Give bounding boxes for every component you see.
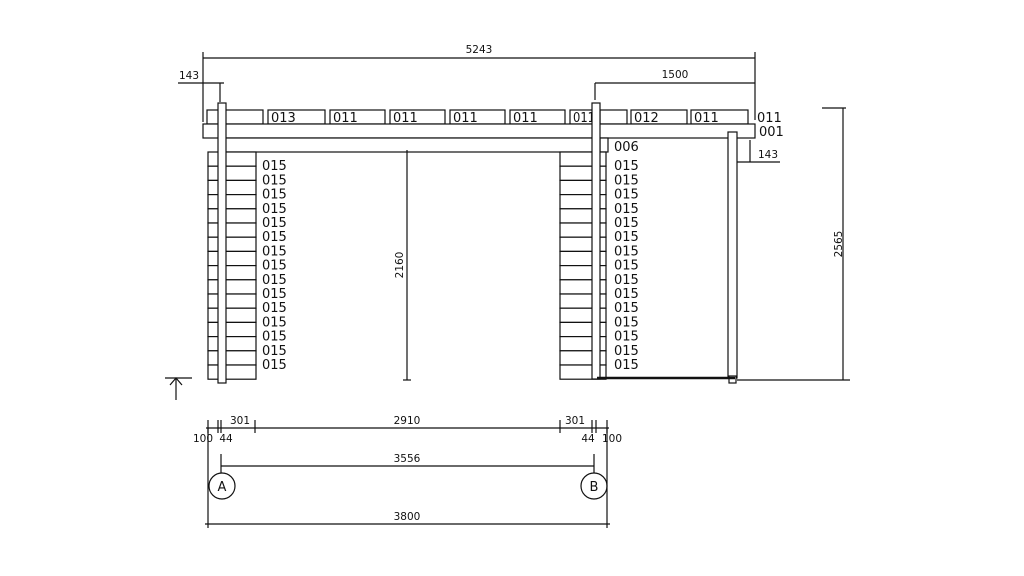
dim-text: 5243 [466, 44, 493, 56]
left-log-label: 015 [262, 344, 287, 359]
left-wall-log [207, 222, 257, 238]
roof-board-label: 012 [634, 111, 659, 126]
right-log-label: 015 [614, 216, 639, 231]
dim-left-overhang: 143 [178, 70, 224, 102]
left-wall-log [207, 336, 257, 352]
left-wall-log [207, 151, 257, 167]
roof-board-label: 011 [573, 111, 595, 126]
dim-post-offset: 143 [737, 140, 780, 163]
dim-right-extension: 1500 [594, 69, 755, 100]
dim-text: 2910 [394, 415, 421, 427]
roof-board-label: 011 [393, 111, 418, 126]
dim-total-height: 2565 [737, 107, 850, 381]
left-wall-log [207, 321, 257, 338]
roof-board-end-label: 011 [757, 111, 782, 126]
post-foot [728, 375, 737, 384]
dim-axis-span: 3556 [220, 453, 595, 473]
right-log-label: 015 [614, 259, 639, 274]
left-wall-log [207, 179, 257, 196]
dim-text: 1500 [662, 69, 689, 81]
left-log-label: 015 [262, 315, 287, 330]
dim-total-span: 3800 [205, 428, 610, 528]
roof-boards: 013 011 011 011 011 011 012 011 011 [206, 109, 782, 126]
top-log-label: 006 [614, 140, 639, 155]
roof-board-label: 011 [694, 111, 719, 126]
dim-text: 44 [581, 433, 595, 445]
dim-text: 143 [179, 70, 199, 82]
roof-board-label: 011 [333, 111, 358, 126]
dim-chain-bottom: 301 2910 301 100 44 44 100 [193, 415, 622, 445]
left-log-label: 015 [262, 159, 287, 174]
right-log-label: 015 [614, 173, 639, 188]
dim-text: 301 [565, 415, 585, 427]
left-log-label: 015 [262, 358, 287, 373]
right-log-label: 015 [614, 230, 639, 245]
right-log-label: 015 [614, 188, 639, 203]
right-log-label: 015 [614, 358, 639, 373]
left-log-label: 015 [262, 259, 287, 274]
roof-board-label: 011 [453, 111, 478, 126]
left-wall-log [207, 307, 257, 324]
roof-board-label: 011 [513, 111, 538, 126]
left-wall-log [207, 364, 257, 380]
right-log-label: 015 [614, 315, 639, 330]
dim-text: 100 [602, 433, 622, 445]
left-log-label: 015 [262, 188, 287, 203]
right-log-label: 015 [614, 287, 639, 302]
dim-text: 143 [758, 149, 778, 161]
right-log-label: 015 [614, 330, 639, 345]
level-arrow-icon [165, 377, 192, 400]
dim-text: 3556 [394, 453, 421, 465]
left-log-label: 015 [262, 287, 287, 302]
top-log-006 [599, 137, 609, 153]
left-log-label: 015 [262, 330, 287, 345]
right-wall-post [591, 102, 601, 380]
dim-text: 100 [193, 433, 213, 445]
corner-post [727, 131, 738, 379]
axis-label: B [590, 480, 599, 495]
beam-lower [219, 137, 596, 153]
left-wall-log [207, 194, 257, 210]
left-wall-log [207, 279, 257, 295]
right-log-label: 015 [614, 202, 639, 217]
grid-axis-a: A [208, 472, 236, 500]
right-log-label: 015 [614, 159, 639, 174]
left-log-label: 015 [262, 244, 287, 259]
left-log-label: 015 [262, 273, 287, 288]
right-log-label: 015 [614, 244, 639, 259]
left-wall-log [207, 208, 257, 224]
left-log-label: 015 [262, 173, 287, 188]
left-log-label: 015 [262, 216, 287, 231]
right-log-label: 015 [614, 273, 639, 288]
roof-board-label: 013 [271, 111, 296, 126]
left-post [217, 102, 227, 384]
dim-wall-height: 2160 [394, 150, 411, 381]
left-wall-log [207, 350, 257, 366]
left-log-label: 015 [262, 301, 287, 316]
dim-text: 2160 [394, 252, 406, 279]
dim-text: 44 [219, 433, 233, 445]
left-log-label: 015 [262, 202, 287, 217]
left-wall-log [207, 236, 257, 252]
roof-board [599, 109, 628, 125]
left-log-label: 015 [262, 230, 287, 245]
dim-text: 3800 [394, 511, 421, 523]
left-wall-log [207, 293, 257, 309]
right-log-label: 015 [614, 344, 639, 359]
left-wall-log [207, 250, 257, 267]
left-wall-log [207, 265, 257, 281]
left-wall-log [207, 165, 257, 181]
beam-001 [202, 123, 756, 139]
grid-axis-b: B [580, 472, 608, 500]
dim-text: 301 [230, 415, 250, 427]
beam-label: 001 [759, 125, 784, 140]
axis-label: A [218, 480, 227, 495]
dim-overall-width: 5243 [202, 44, 756, 122]
dim-text: 2565 [833, 231, 845, 258]
roof-board [206, 109, 264, 125]
right-log-label: 015 [614, 301, 639, 316]
